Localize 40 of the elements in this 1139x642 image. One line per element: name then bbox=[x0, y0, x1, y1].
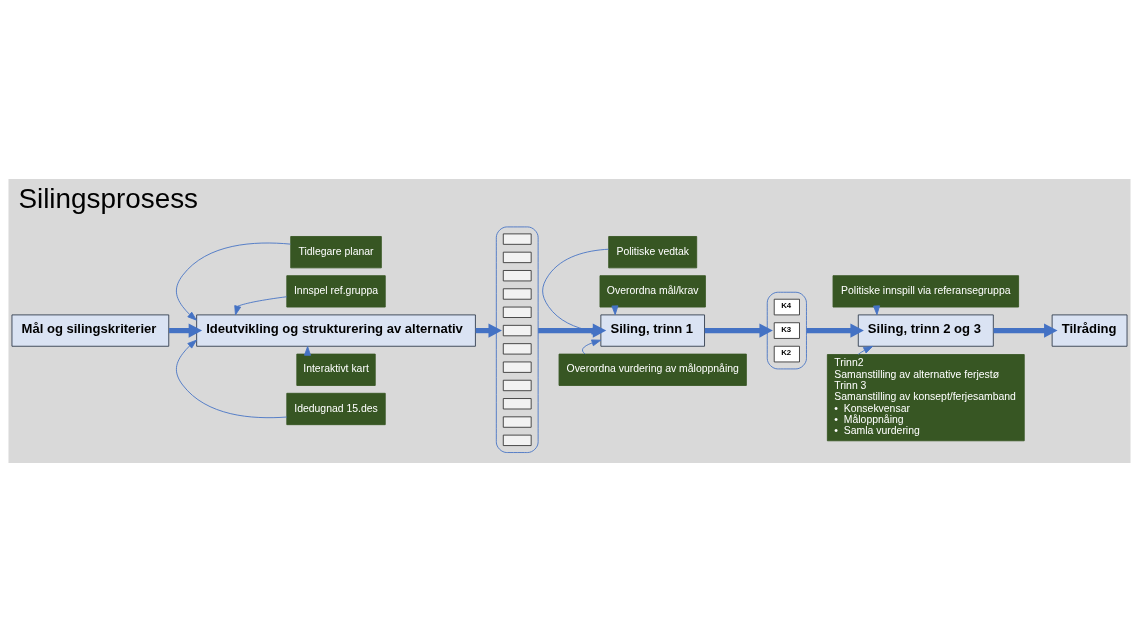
arrow bbox=[806, 323, 864, 338]
arrow bbox=[169, 323, 203, 338]
node-box: Innspel ref.gruppa bbox=[286, 275, 386, 308]
node-box: Politiske vedtak bbox=[608, 236, 698, 269]
node-box bbox=[502, 343, 532, 355]
node-box: K3 bbox=[773, 322, 800, 339]
node-box bbox=[502, 306, 532, 318]
node-box: Siling, trinn 1 bbox=[600, 314, 705, 347]
node-box: Trinn2 Samanstilling av alternative ferjestø Trinn 3 Samanstilling av konsept/ferjesamband • Konsekvensar • Måloppnåing • Samla vurdering bbox=[826, 354, 1025, 442]
node-box bbox=[502, 434, 532, 446]
node-box: Overordna vurdering av måloppnåing bbox=[558, 353, 747, 386]
node-box bbox=[502, 251, 532, 264]
node-box bbox=[502, 324, 532, 337]
arrow bbox=[857, 346, 873, 355]
cluster bbox=[766, 291, 807, 370]
node-box bbox=[502, 398, 532, 410]
arrow bbox=[704, 323, 773, 338]
node-box: Tidlegare planar bbox=[290, 236, 382, 269]
cluster bbox=[495, 226, 539, 453]
arrow bbox=[175, 339, 288, 419]
node-box: K4 bbox=[773, 298, 800, 316]
node-box: Siling, trinn 2 og 3 bbox=[857, 314, 994, 347]
node-box bbox=[502, 233, 532, 245]
node-box bbox=[502, 288, 532, 300]
node-box: Mål og silingskriterier bbox=[11, 314, 170, 347]
arrow bbox=[234, 296, 288, 316]
arrow bbox=[538, 323, 607, 338]
node-box bbox=[502, 416, 532, 428]
node-box: Ideutvikling og strukturering av alternativ bbox=[196, 314, 476, 347]
diagram-title: Silingsprosess bbox=[18, 183, 199, 215]
node-box: K2 bbox=[773, 345, 800, 363]
arrow bbox=[542, 248, 610, 335]
arrow bbox=[993, 323, 1058, 338]
arrow bbox=[582, 339, 602, 355]
node-box bbox=[502, 379, 532, 392]
node-box bbox=[502, 270, 532, 282]
arrow bbox=[175, 242, 291, 321]
node-box bbox=[502, 361, 532, 373]
node-box: Tilråding bbox=[1051, 314, 1128, 347]
node-box: Idedugnad 15.des bbox=[286, 392, 386, 426]
